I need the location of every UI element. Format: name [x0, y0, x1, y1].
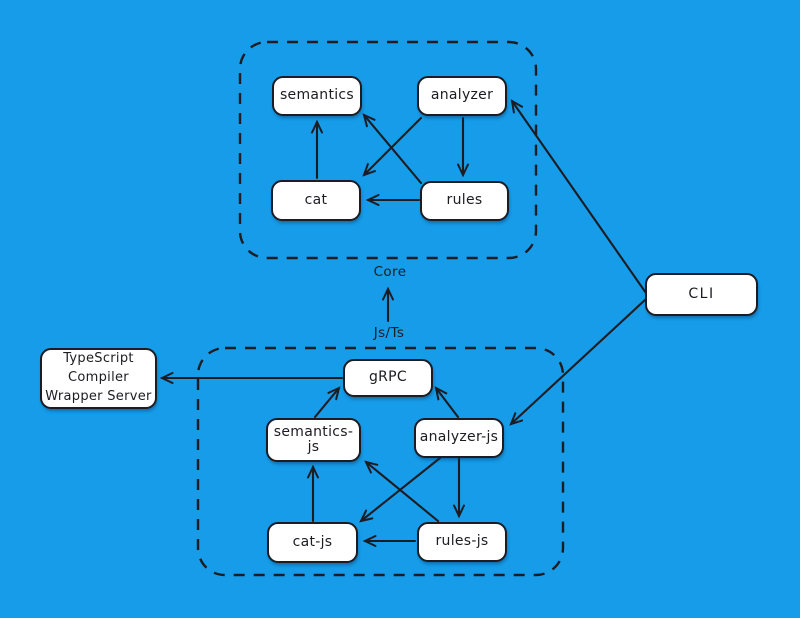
- node-grpc: gRPC: [343, 359, 433, 397]
- node-rules-js-label: rules-js: [435, 533, 489, 550]
- node-cli: CLI: [645, 273, 758, 316]
- node-analyzer: analyzer: [417, 76, 507, 116]
- node-ts-server: TypeScript Compiler Wrapper Server: [40, 348, 157, 409]
- node-rules-label: rules: [446, 192, 483, 209]
- js-group-outline: [196, 346, 565, 577]
- edge-cli-to-analyzer: [510, 99, 648, 295]
- edge-analyzer-js-to-grpc: [434, 386, 460, 419]
- edge-rules-to-semantics: [362, 113, 423, 185]
- node-ts-server-line2: Compiler: [68, 370, 129, 386]
- node-analyzer-js: analyzer-js: [414, 418, 504, 458]
- edge-cli-to-analyzer-js: [509, 297, 648, 426]
- edge-analyzer-to-cat: [362, 116, 423, 177]
- node-cat-js-label: cat-js: [292, 533, 333, 550]
- edge-rules-js-to-semantics-js: [364, 460, 440, 523]
- node-cat-label: cat: [304, 191, 328, 208]
- js-group-label: Js/Ts: [373, 325, 405, 341]
- node-rules: rules: [420, 181, 509, 221]
- node-semantics-js-label: semantics-js: [273, 423, 354, 455]
- node-analyzer-js-label: analyzer-js: [419, 429, 499, 446]
- node-ts-server-line1: TypeScript: [63, 351, 134, 367]
- node-cat-js: cat-js: [267, 522, 358, 563]
- node-analyzer-label: analyzer: [430, 87, 494, 104]
- core-group-outline: [238, 40, 538, 260]
- node-grpc-label: gRPC: [368, 369, 408, 386]
- node-semantics-label: semantics: [279, 87, 355, 104]
- node-semantics-js: semantics-js: [266, 418, 361, 462]
- node-ts-server-line3: Wrapper Server: [45, 388, 152, 404]
- core-group-label: Core: [373, 264, 407, 280]
- node-cat: cat: [271, 180, 361, 221]
- node-cli-label: CLI: [688, 285, 715, 302]
- node-semantics: semantics: [272, 76, 362, 116]
- node-rules-js: rules-js: [417, 522, 507, 562]
- edge-semantics-js-to-grpc: [313, 386, 341, 419]
